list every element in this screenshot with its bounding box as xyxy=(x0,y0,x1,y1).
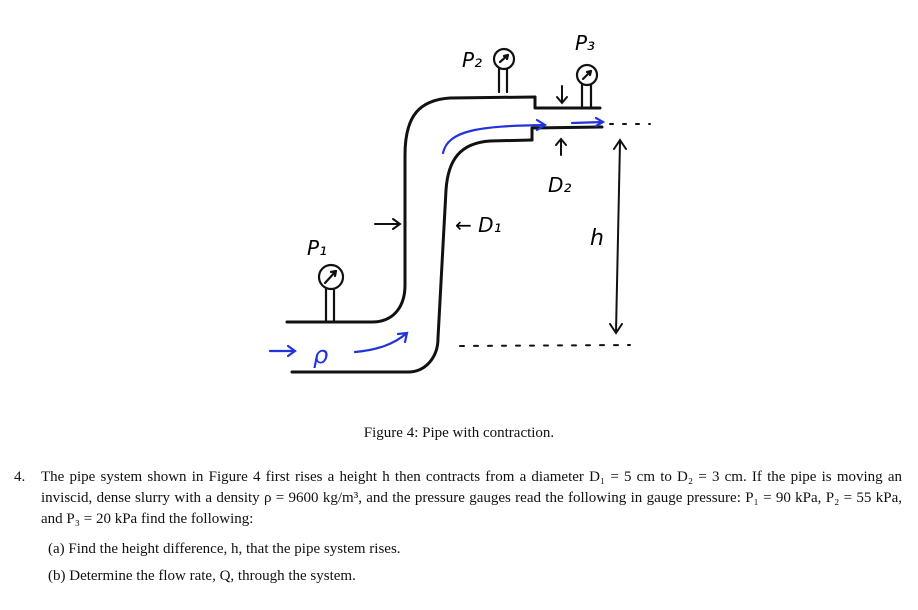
reference-line-bottom xyxy=(459,344,631,347)
part-b: (b) Determine the flow rate, Q, through … xyxy=(48,568,356,584)
problem-parts: (a) Find the height difference, h, that … xyxy=(48,541,401,595)
d2-top-arrow-icon xyxy=(556,85,568,105)
d2-bottom-arrow-icon xyxy=(555,137,567,156)
gauge-p1-icon xyxy=(317,263,345,324)
label-h: h xyxy=(590,226,604,251)
flow-arrow-bend-icon xyxy=(353,331,409,354)
gauge-p2-icon xyxy=(492,47,516,94)
contraction-top xyxy=(533,95,602,110)
figure-caption: Figure 4: Pipe with contraction. xyxy=(363,425,555,441)
label-p2: P₂ xyxy=(462,48,482,72)
d1-arrow-icon xyxy=(374,218,402,230)
problem-text: The pipe system shown in Figure 4 first … xyxy=(41,469,902,527)
part-a: (a) Find the height difference, h, that … xyxy=(48,541,401,557)
problem-number: 4. xyxy=(14,469,26,485)
problem-statement: 4. The pipe system shown in Figure 4 fir… xyxy=(14,467,902,530)
pipe-inner-wall xyxy=(290,138,534,374)
label-p1: P₁ xyxy=(307,236,327,260)
flow-arrow-outlet-icon xyxy=(570,116,606,128)
flow-arrow-upper-icon xyxy=(441,118,548,155)
label-rho: ρ xyxy=(313,341,328,369)
label-p3: P₃ xyxy=(575,31,595,55)
label-d1: ← D₁ xyxy=(455,213,502,237)
gauge-p3-icon xyxy=(575,63,599,110)
label-d2: D₂ xyxy=(548,173,571,197)
h-dimension-icon xyxy=(609,138,627,335)
flow-arrow-inlet-icon xyxy=(268,344,297,358)
pipe-figure: P₁ P₂ P₃ ← D₁ D₂ h ρ xyxy=(268,31,651,374)
contraction-bottom xyxy=(530,125,604,142)
pipe-outer-wall xyxy=(285,95,537,324)
